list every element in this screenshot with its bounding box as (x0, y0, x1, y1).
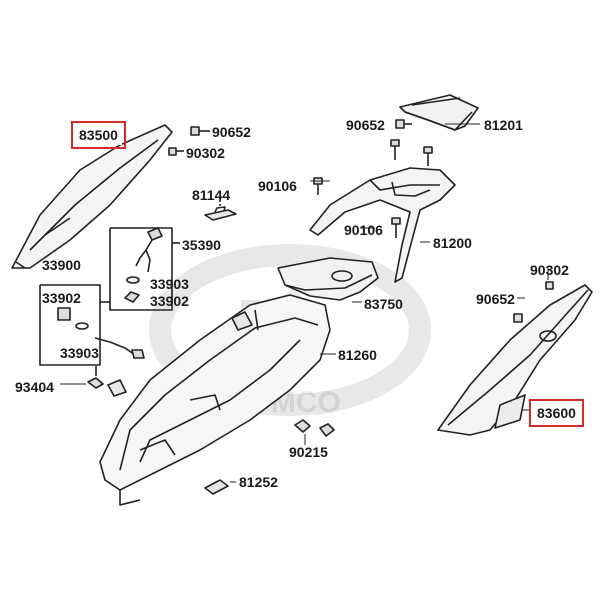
grab-rail-81200 (309, 139, 456, 283)
part-label-90106-upper: 90106 (258, 178, 297, 194)
assembly-box-35390 (109, 227, 180, 311)
clip-81252 (204, 479, 229, 495)
part-label-81200: 81200 (433, 235, 472, 251)
screw-90302-right (545, 281, 554, 290)
plate-81144 (204, 200, 237, 221)
screw-90652-top (395, 119, 412, 129)
part-label-33902-left: 33902 (42, 290, 81, 306)
screw-90302-left (168, 147, 184, 156)
part-label-33903-box: 33903 (150, 276, 189, 292)
part-label-33903-left: 33903 (60, 345, 99, 361)
part-label-81260: 81260 (338, 347, 377, 363)
screw-90652-right (513, 313, 523, 323)
part-label-81252: 81252 (239, 474, 278, 490)
part-label-33900: 33900 (42, 257, 81, 273)
rear-carrier-top-81201 (399, 94, 479, 131)
part-label-33902-box: 33902 (150, 293, 189, 309)
part-label-90652-top: 90652 (346, 117, 385, 133)
part-label-90302-right: 90302 (530, 262, 569, 278)
part-label-93404: 93404 (15, 379, 54, 395)
assembly-box-33900 (39, 284, 145, 366)
helmet-box-81260 (99, 294, 331, 506)
part-label-35390: 35390 (182, 237, 221, 253)
screw-90652-left (190, 126, 210, 136)
left-side-cover-83500 (11, 124, 173, 269)
part-label-90106-lower: 90106 (344, 222, 383, 238)
part-label-90652-left: 90652 (212, 124, 251, 140)
nut-90215 (294, 419, 335, 437)
center-cover-83750 (277, 257, 379, 301)
right-side-cover-83600 (437, 284, 593, 436)
bolt-93404 (87, 366, 127, 397)
part-label-81201: 81201 (484, 117, 523, 133)
part-label-83500: 83500 (71, 121, 126, 149)
part-label-83750: 83750 (364, 296, 403, 312)
leader-lines (60, 123, 549, 483)
part-label-90215: 90215 (289, 444, 328, 460)
part-label-83600: 83600 (529, 399, 584, 427)
part-label-81144: 81144 (192, 187, 231, 203)
part-label-90302-left: 90302 (186, 145, 225, 161)
part-label-90652-right: 90652 (476, 291, 515, 307)
